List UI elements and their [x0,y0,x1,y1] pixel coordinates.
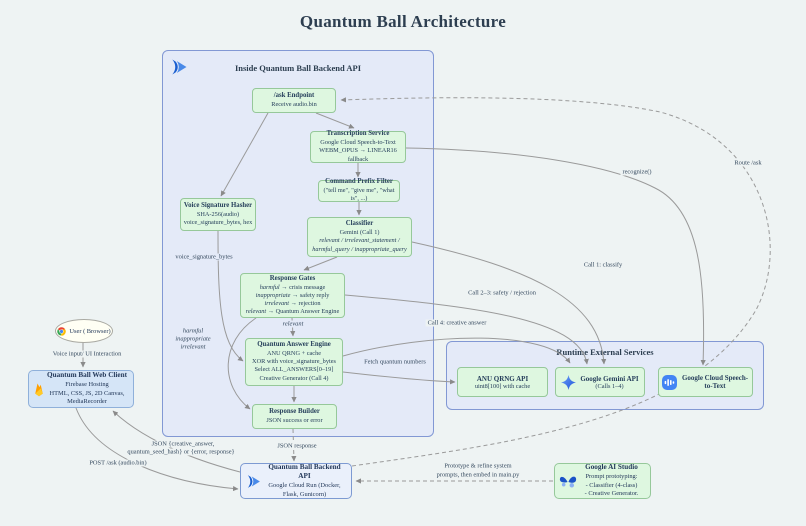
edge-label-call23: Call 2–3: safety / rejection [466,289,538,297]
service-title: Google Cloud Speech-to-Text [681,374,749,390]
ai-studio-line: - Creative Generator. [584,490,639,498]
gate-rule: inappropriate → safety reply [255,291,330,299]
node-title: Transcription Service [326,130,390,138]
quantum-ball-logo-icon [169,57,189,77]
service-line: uint8[100] with cache [474,382,531,390]
gate-rule: irrelevant → rejection [264,299,321,307]
edge-label-inappropriate: inappropriate [173,335,213,343]
edge-label-post-ask: POST /ask (audio.bin) [87,459,149,467]
node-title: Response Builder [269,408,320,415]
edge-label-json-return-2: quantum_seed_hash} or {error, response} [125,448,237,456]
edge-label-prototype-2: prompts, then embed in main.py [434,471,522,479]
firebase-icon [33,382,45,397]
web-client-title: Quantum Ball Web Client [47,371,127,380]
edge-label-recognize: recognize() [620,168,654,176]
node-title: Voice Signature Hasher [183,201,253,209]
edge-label-prototype-1: Prototype & refine system [442,462,514,470]
external-container-title: Runtime External Services [556,347,654,357]
service-title: ANU QRNG API [476,374,529,383]
edge-label-json-response: JSON response [275,442,319,450]
node-line: SHA-256(audio) [196,210,240,218]
node-command-prefix-filter: Command Prefix Filter ("tell me", "give … [318,178,400,203]
edge-label-voice-signature-bytes: voice_signature_bytes [173,253,235,261]
chrome-icon [57,326,67,336]
edge-label-call4: Call 4: creative answer [425,319,489,327]
ai-studio-icon [559,474,577,489]
node-title: Response Gates [269,274,316,282]
service-google-cloud-speech-to-text: Google Cloud Speech-to-Text [658,367,753,397]
service-anu-qrng-api: ANU QRNG API uint8[100] with cache [457,367,548,397]
web-client-node: Quantum Ball Web Client Firebase Hosting… [28,370,134,408]
web-client-line: Firebase Hosting [65,380,109,388]
edge-label-route-ask: Route /ask [732,159,764,167]
node-line: Creative Generator (Call 4) [259,374,329,382]
gate-rule: harmful → crisis message [259,283,326,291]
backend-api-title: Quantum Ball Backend API [268,462,341,481]
edge-label-relevant: relevant [280,320,306,328]
backend-api-line: Google Cloud Run (Docker, Flask, Gunicor… [268,482,341,498]
ai-studio-title: Google AI Studio [585,463,638,472]
node-title: Command Prefix Filter [325,178,393,186]
node-quantum-answer-engine: Quantum Answer Engine ANU QRNG + cache X… [245,338,343,386]
node-line: ("tell me", "give me", "what is", ...) [323,187,395,203]
node-response-builder: Response Builder JSON success or error [252,404,337,429]
gate-rule: relevant → Quantum Answer Engine [245,308,340,316]
node-classifier: Classifier Gemini (Call 1) relevant / ir… [307,217,412,257]
user-label: User ( Browser) [69,327,111,335]
node-line: voice_signature_bytes, hex [183,218,253,226]
gemini-icon [561,374,577,390]
node-title: Classifier [345,220,374,228]
node-voice-signature-hasher: Voice Signature Hasher SHA-256(audio) vo… [180,198,256,231]
edge-label-voice-input: Voice input/ UI Interaction [50,350,124,358]
user-browser-node: User ( Browser) [55,319,113,343]
edge-label-irrelevant: irrelevant [178,343,208,351]
node-line: Google Cloud Speech-to-Text [320,139,396,147]
edge-label-harmful: harmful [180,327,206,335]
backend-api-node: Quantum Ball Backend API Google Cloud Ru… [240,463,352,499]
node-line: relevant / irrelevant_statement / [319,237,400,245]
node-line: ANU QRNG + cache [266,350,322,358]
edge-label-fetch-quantum: Fetch quantum numbers [362,358,428,366]
node-line: harmful_query / inappropriate_query [312,245,407,253]
page-title: Quantum Ball Architecture [299,12,507,31]
node-line: JSON success or error [266,416,323,424]
edge-label-call1: Call 1: classify [581,261,625,269]
speech-to-text-icon [662,374,677,390]
ai-studio-node: Google AI Studio Prompt prototyping: - C… [554,463,651,499]
node-ask-endpoint: /ask Endpoint Receive audio.bin [252,88,336,113]
service-line: (Calls 1–4) [595,382,624,390]
node-response-gates: Response Gates harmful → crisis message … [240,273,345,318]
quantum-ball-logo-icon [245,473,262,490]
node-title: Quantum Answer Engine [257,341,331,349]
edge-label-json-return-1: JSON {creative_answer, [149,440,217,448]
node-line: WEBM_OPUS → LINEAR16 fallback [319,147,397,163]
node-line: Gemini (Call 1) [339,229,380,237]
node-transcription-service: Transcription Service Google Cloud Speec… [310,130,406,163]
ai-studio-line: Prompt prototyping: [585,472,638,480]
service-title: Google Gemini API [580,374,639,383]
backend-container-title: Inside Quantum Ball Backend API [234,63,362,73]
node-title: /ask Endpoint [273,92,315,99]
web-client-line: HTML, CSS, JS, 2D Canvas, MediaRecorder [49,389,125,406]
node-line: Receive audio.bin [271,100,317,108]
node-line: XOR with voice_signature_bytes [252,358,336,366]
ai-studio-line: - Classifier (4-class) [585,481,638,489]
service-google-gemini-api: Google Gemini API (Calls 1–4) [555,367,645,397]
node-line: Select ALL_ANSWERS[0–19] [254,366,334,374]
